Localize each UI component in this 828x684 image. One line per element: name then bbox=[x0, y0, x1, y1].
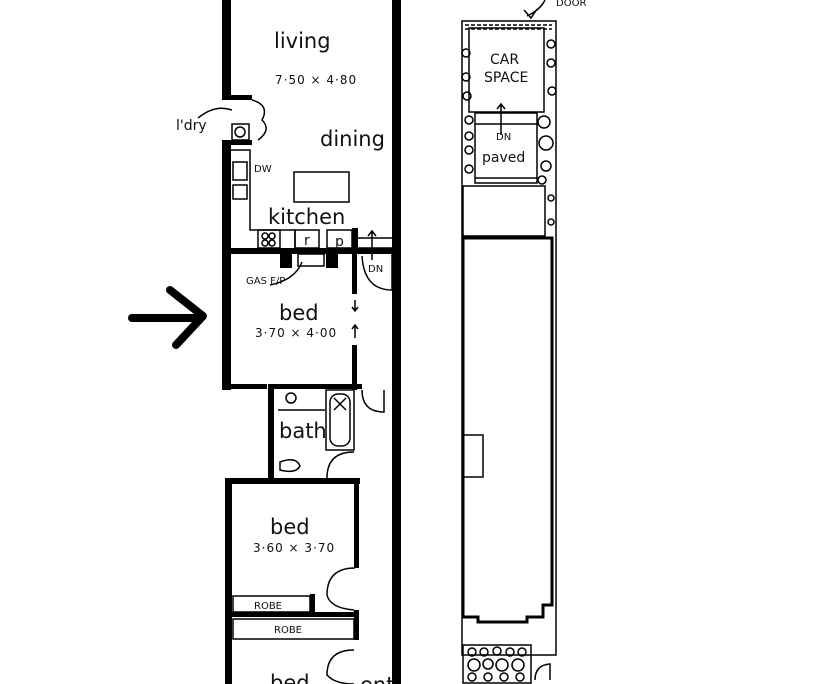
fridge-label: r bbox=[304, 233, 310, 249]
robe-label-2: ROBE bbox=[274, 625, 302, 636]
bathroom-fixtures bbox=[236, 384, 385, 479]
ground-floor-walls bbox=[222, 0, 401, 684]
garden-bed bbox=[462, 644, 551, 684]
robes-and-doors: ROBE ROBE bbox=[232, 567, 356, 684]
door-label: DOOR bbox=[556, 0, 586, 9]
car-space-label-1: CAR bbox=[490, 52, 519, 68]
door-arrows bbox=[351, 300, 359, 338]
room-label-bed-1: bed bbox=[279, 301, 319, 325]
pantry-label: p bbox=[335, 234, 344, 250]
fireplace-label: GAS F/P bbox=[246, 276, 285, 287]
dishwasher-label: DW bbox=[254, 164, 272, 175]
room-label-dining: dining bbox=[320, 127, 385, 151]
room-label-bed-3: bed bbox=[270, 671, 310, 684]
room-size-bed-1: 3·70 × 4·00 bbox=[255, 326, 337, 340]
shrubs bbox=[461, 39, 557, 226]
room-label-kitchen: kitchen bbox=[268, 205, 345, 229]
paved-label: paved bbox=[482, 150, 525, 166]
stairs-down-label: DN bbox=[368, 264, 383, 275]
room-label-bath: bath bbox=[279, 419, 327, 443]
room-size-living: 7·50 × 4·80 bbox=[275, 73, 357, 87]
room-label-entry: ent bbox=[360, 673, 394, 684]
down-label: DN bbox=[496, 132, 511, 143]
laundry: l'dry bbox=[176, 99, 267, 141]
site-plan: DOOR CAR SPACE DN paved bbox=[461, 0, 586, 684]
kitchen-benches: DW r p DN GAS F/P bbox=[231, 149, 393, 291]
laundry-label: l'dry bbox=[176, 118, 207, 134]
room-size-bed-2: 3·60 × 3·70 bbox=[253, 541, 335, 555]
car-space-label-2: SPACE bbox=[484, 70, 528, 86]
room-label-living: living bbox=[274, 29, 331, 53]
robe-label-1: ROBE bbox=[254, 601, 282, 612]
pointer-arrow-icon bbox=[128, 286, 207, 349]
room-label-bed-2: bed bbox=[270, 515, 310, 539]
